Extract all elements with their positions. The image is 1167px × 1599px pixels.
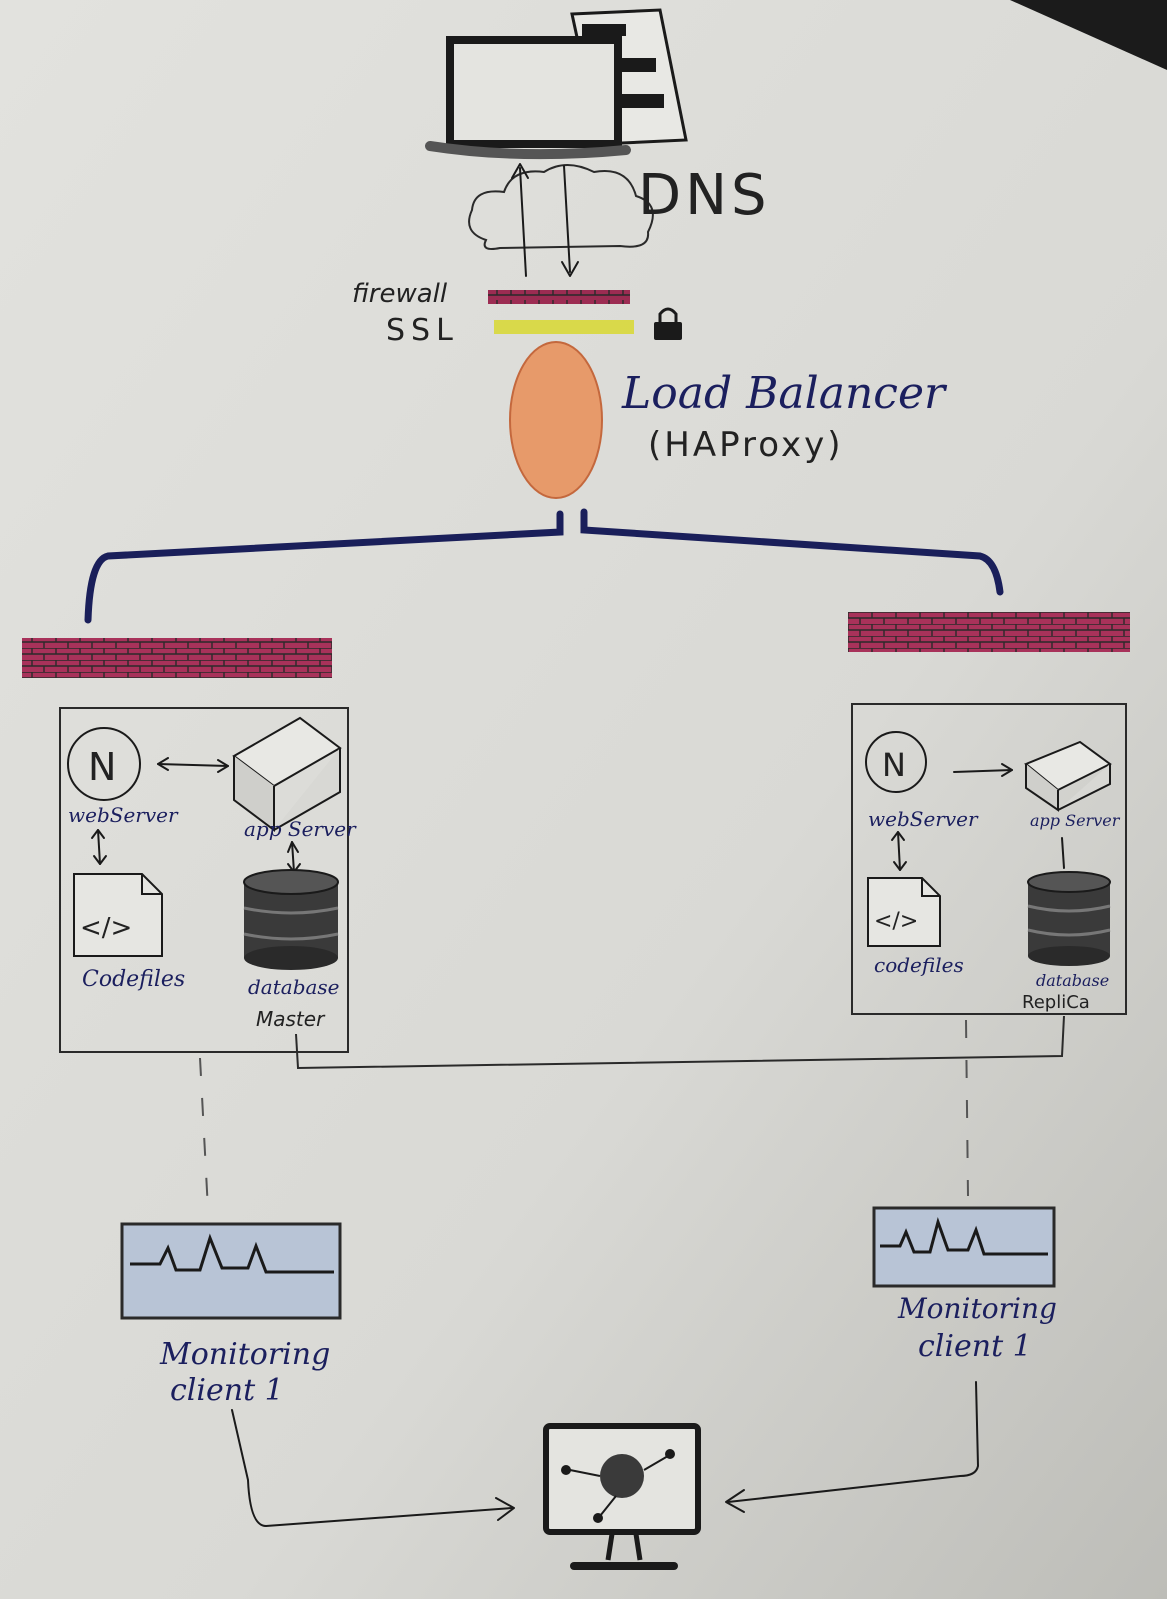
load-balancer-label: Load Balancer	[621, 368, 948, 419]
load-balancer-icon	[509, 341, 603, 499]
right-monitor-link	[965, 1019, 969, 1197]
app-db-arrow	[1061, 837, 1065, 869]
load-balancer-bracket	[84, 508, 1004, 624]
web-code-arrow	[91, 829, 107, 865]
right-server: N webServer app Server </>	[851, 703, 1127, 1015]
left-monitor-label-line1: Monitoring	[159, 1337, 330, 1372]
database-icon	[1027, 871, 1111, 966]
right-monitor-label-line2: client 1	[918, 1329, 1032, 1364]
code-file-icon: </>	[867, 877, 941, 947]
right-database-role: RepliCa	[1022, 992, 1090, 1013]
right-monitor-arrow	[725, 1381, 979, 1513]
firewall-label: firewall	[352, 279, 448, 309]
right-firewall	[848, 612, 1130, 652]
left-server: N webServer app Server </>	[59, 707, 357, 1053]
computer-screen-icon	[425, 8, 688, 160]
left-firewall	[22, 638, 332, 678]
cloud-icon	[468, 164, 654, 250]
ssl-layer	[494, 320, 634, 334]
nginx-icon: N	[865, 731, 927, 793]
dns-label: DNS	[638, 163, 771, 228]
left-code-files-label: Codefiles	[82, 967, 185, 992]
web-code-arrow	[891, 831, 907, 871]
code-file-icon: </>	[73, 873, 163, 957]
left-monitor-label-line2: client 1	[170, 1373, 284, 1408]
nginx-icon: N	[67, 727, 141, 801]
svg-text:N: N	[88, 745, 116, 789]
left-web-server-label: webServer	[68, 803, 179, 827]
svg-text:</>: </>	[80, 913, 132, 943]
dns-arrows	[511, 163, 579, 277]
left-database-role: Master	[256, 1007, 326, 1031]
top-firewall	[488, 290, 630, 304]
lock-icon	[654, 307, 682, 340]
right-database-label: database	[1036, 971, 1109, 990]
right-monitor-label-line1: Monitoring	[897, 1292, 1057, 1325]
app-server-box-icon	[232, 716, 342, 832]
heartbeat-monitor-icon	[872, 1206, 1056, 1288]
right-app-server-label: app Server	[1030, 811, 1121, 830]
heartbeat-monitor-icon	[120, 1222, 342, 1320]
monitoring-computer-icon	[543, 1423, 701, 1570]
load-balancer-sub-label: (HAProxy)	[648, 425, 844, 465]
right-web-server-label: webServer	[868, 807, 979, 831]
svg-text:N: N	[882, 746, 906, 784]
replication-link	[295, 1015, 1065, 1070]
web-app-arrow	[953, 763, 1013, 777]
left-monitor-link	[199, 1057, 209, 1211]
app-server-box-icon	[1024, 740, 1112, 812]
left-app-server-label: app Server	[244, 817, 357, 841]
svg-text:</>: </>	[874, 909, 918, 934]
left-monitor-arrow	[231, 1409, 515, 1527]
left-database-label: database	[248, 975, 340, 999]
ssl-label: SSL	[386, 313, 459, 348]
web-app-arrow	[157, 757, 229, 773]
database-icon	[243, 869, 339, 970]
right-code-files-label: codefiles	[874, 953, 964, 977]
